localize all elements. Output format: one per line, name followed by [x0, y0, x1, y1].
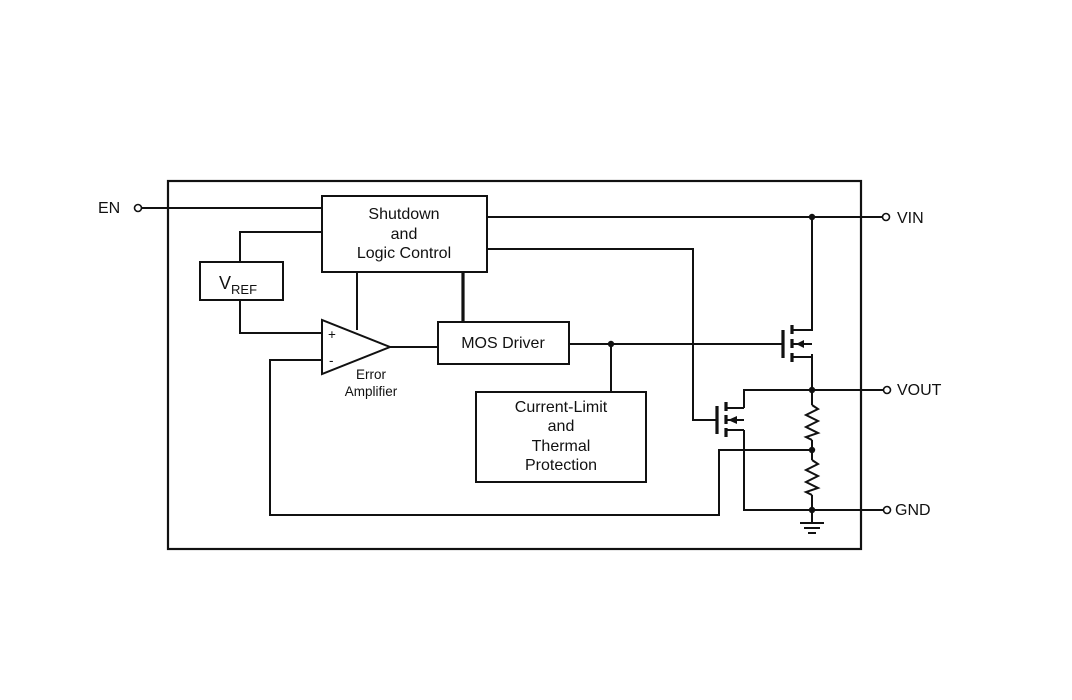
- vref-label: VREF: [219, 273, 257, 297]
- gnd-pin-terminal: [882, 505, 892, 515]
- shutdown-logic-block: [321, 195, 488, 273]
- chip-boundary: [166, 179, 863, 551]
- resistor-upper: [803, 404, 821, 441]
- error-amp-minus: -: [329, 353, 334, 368]
- ground-icon: [800, 522, 824, 534]
- junction-gnd: [808, 506, 816, 514]
- error-amp-label-line1: Error: [356, 367, 387, 382]
- current-limit-line3: Thermal: [532, 438, 591, 455]
- shutdown-label-line1: Shutdown: [368, 206, 439, 223]
- shutdown-label-line3: Logic Control: [357, 245, 451, 262]
- vout-pin-label: VOUT: [897, 382, 942, 399]
- current-limit-line1: Current-Limit: [515, 399, 608, 416]
- en-pin-label: EN: [98, 200, 120, 217]
- vin-pin-terminal: [881, 212, 891, 222]
- mos-driver-label: MOS Driver: [461, 335, 545, 352]
- error-amplifier: [321, 318, 393, 376]
- junction-feedback: [808, 446, 816, 454]
- junction-vin: [808, 213, 816, 221]
- junction-vout: [808, 386, 816, 394]
- vout-pin-terminal: [882, 385, 892, 395]
- en-pin-terminal: [133, 203, 143, 213]
- junction-gate: [607, 340, 615, 348]
- mos-driver-block: [437, 321, 570, 365]
- vref-block: [199, 261, 284, 301]
- wiring: [142, 207, 883, 522]
- gnd-pin-label: GND: [895, 502, 931, 519]
- discharge-transistor-icon: [715, 402, 744, 437]
- error-amp-plus: +: [328, 327, 336, 342]
- current-limit-block: [475, 391, 647, 483]
- error-amp-label-line2: Amplifier: [345, 384, 398, 399]
- current-limit-line2: and: [548, 418, 575, 435]
- pass-transistor-icon: [781, 322, 813, 362]
- current-limit-line4: Protection: [525, 457, 597, 474]
- resistor-lower: [803, 459, 821, 496]
- vin-pin-label: VIN: [897, 210, 924, 227]
- shutdown-label-line2: and: [391, 226, 418, 243]
